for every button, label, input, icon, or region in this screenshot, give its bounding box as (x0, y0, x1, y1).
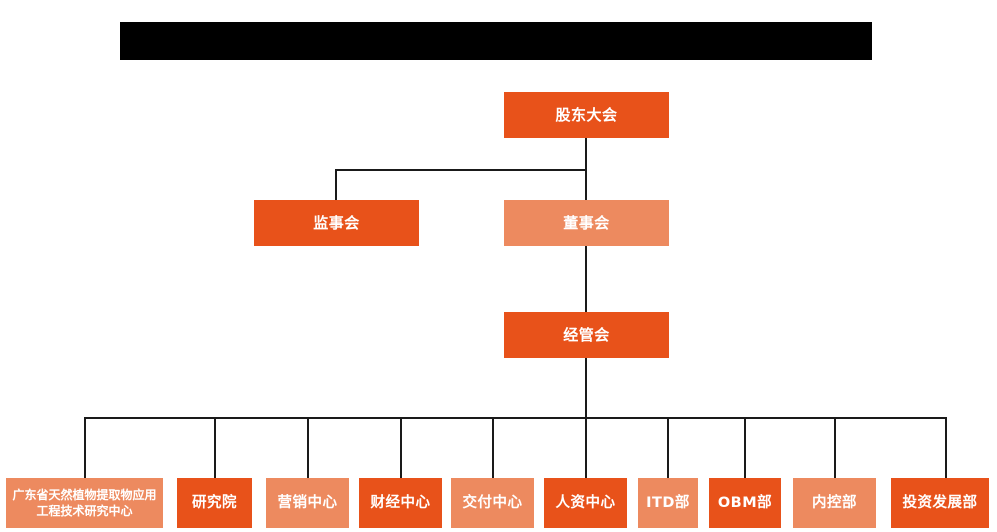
connector-drop-itd (667, 417, 669, 478)
node-marketing-center[interactable]: 营销中心 (266, 478, 349, 528)
node-board-of-directors[interactable]: 董事会 (504, 200, 669, 246)
node-investment-development-department[interactable]: 投资发展部 (891, 478, 989, 528)
connector-departments-bus (84, 417, 946, 419)
connector-drop-finance (400, 417, 402, 478)
connector-drop-internal-control (834, 417, 836, 478)
connector-directors-to-management (585, 246, 587, 312)
connector-supervisors-drop (335, 169, 337, 200)
node-finance-center[interactable]: 财经中心 (359, 478, 442, 528)
node-institute[interactable]: 研究院 (177, 478, 252, 528)
connector-drop-institute (214, 417, 216, 478)
node-hr-center[interactable]: 人资中心 (544, 478, 627, 528)
connector-shareholders-down (585, 138, 587, 170)
node-board-of-supervisors[interactable]: 监事会 (254, 200, 419, 246)
connector-drop-research-center (84, 417, 86, 478)
node-itd-department[interactable]: ITD部 (638, 478, 698, 528)
connector-drop-marketing (307, 417, 309, 478)
node-obm-department[interactable]: OBM部 (709, 478, 781, 528)
connector-drop-investment (945, 417, 947, 478)
node-management-committee[interactable]: 经管会 (504, 312, 669, 358)
connector-management-down (585, 358, 587, 418)
node-natural-plant-extract-research-center[interactable]: 广东省天然植物提取物应用工程技术研究中心 (6, 478, 163, 528)
connector-drop-hr (585, 417, 587, 478)
node-delivery-center[interactable]: 交付中心 (451, 478, 534, 528)
connector-drop-delivery (492, 417, 494, 478)
redacted-title-bar (120, 22, 872, 60)
node-shareholders-meeting[interactable]: 股东大会 (504, 92, 669, 138)
connector-drop-obm (744, 417, 746, 478)
node-internal-control-department[interactable]: 内控部 (793, 478, 876, 528)
connector-level2-bus (335, 169, 587, 171)
connector-directors-drop (585, 169, 587, 200)
